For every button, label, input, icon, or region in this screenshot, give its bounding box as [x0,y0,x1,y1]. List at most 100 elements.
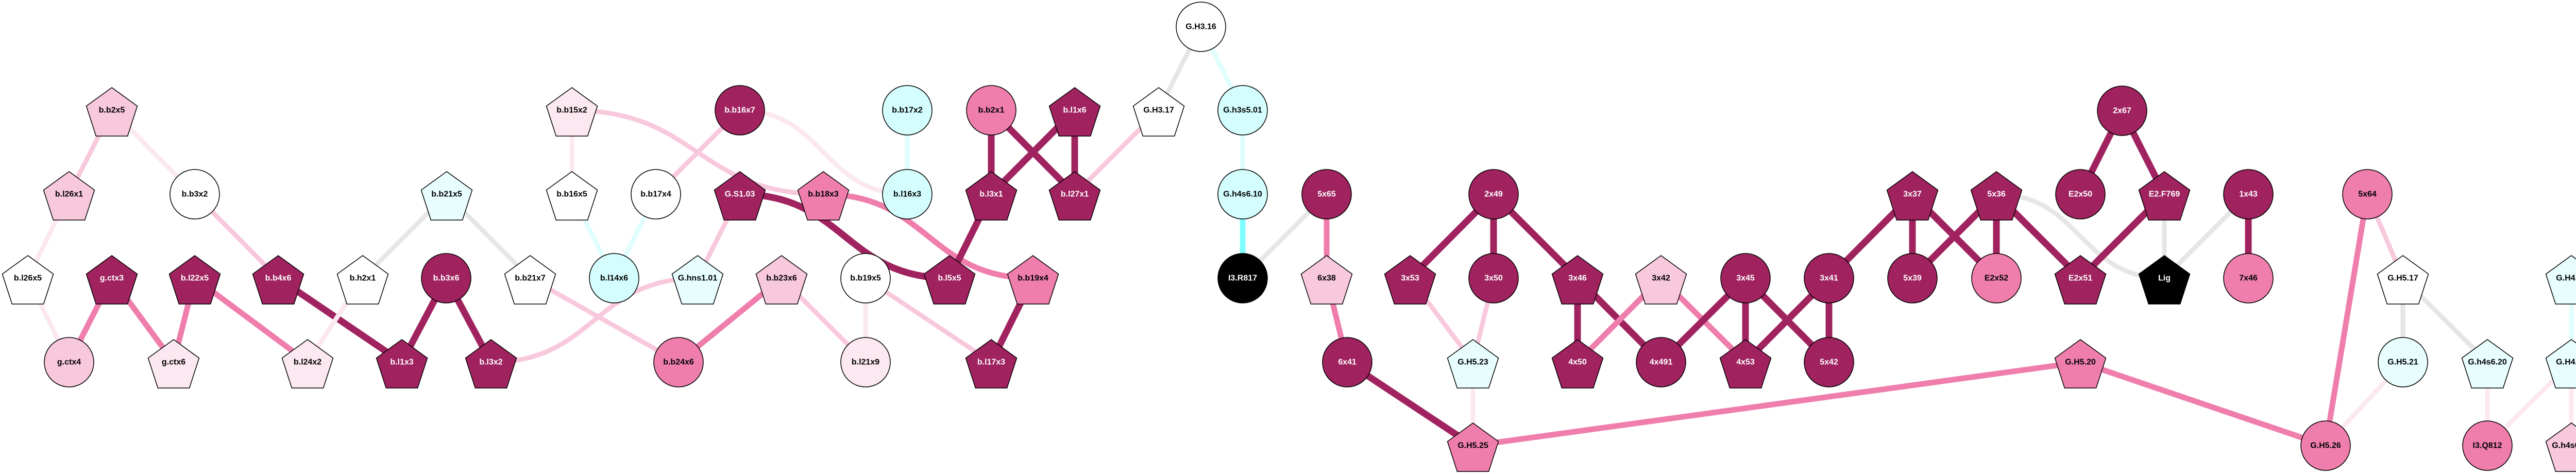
node-g-h4-12[interactable]: G.H4.12 [2545,255,2576,304]
node-2x67[interactable]: 2x67 [2097,86,2147,136]
node-g-h5-23[interactable]: G.H5.23 [1447,339,1499,388]
node-b-b4x6[interactable]: b.b4x6 [252,255,304,304]
node-g-h5-20[interactable]: G.H5.20 [2054,339,2107,388]
node-4x491[interactable]: 4x491 [1636,337,1686,387]
node-g-hns1-01[interactable]: G.hns1.01 [671,255,724,304]
node-b-b17x2[interactable]: b.b17x2 [882,85,933,136]
node-g-h3-16[interactable]: G.H3.16 [1176,2,1226,52]
node-3x41[interactable]: 3x41 [1804,253,1854,303]
node-b-l26x5[interactable]: b.l26x5 [2,255,54,304]
node-5x42[interactable]: 5x42 [1804,337,1854,387]
node-b-l3x1[interactable]: b.l3x1 [965,171,1018,221]
node-b-b2x5[interactable]: b.b2x5 [86,87,138,137]
node-g-h4-16[interactable]: G.H4.16 [2545,339,2576,388]
node-g-ctx6[interactable]: g.ctx6 [147,339,200,388]
node-b-l16x3[interactable]: b.l16x3 [882,169,933,219]
node-g-h5-26[interactable]: G.H5.26 [2300,420,2351,471]
node-pentagon-shape [965,171,1018,221]
node-6x38[interactable]: 6x38 [1300,255,1353,304]
node-3x42[interactable]: 3x42 [1635,255,1687,304]
node-g-h5-25[interactable]: G.H5.25 [1447,422,1499,472]
node-pentagon-shape [147,339,200,388]
node-3x53[interactable]: 3x53 [1384,255,1436,304]
node-3x46[interactable]: 3x46 [1551,255,1604,304]
node-b-b15x2[interactable]: b.b15x2 [546,87,598,137]
node-5x39[interactable]: 5x39 [1887,253,1938,303]
node-label: G.H5.20 [2065,358,2096,367]
node-b-l14x6[interactable]: b.l14x6 [589,253,639,303]
node-b-l1x6[interactable]: b.l1x6 [1048,87,1101,137]
node-label: G.H5.23 [1458,358,1488,367]
node-2x49[interactable]: 2x49 [1468,169,1519,219]
node-5x65[interactable]: 5x65 [1301,169,1352,219]
node-b-b21x5[interactable]: b.b21x5 [420,171,473,221]
node-b-b24x6[interactable]: b.b24x6 [653,337,704,387]
node-label: 2x67 [2113,107,2131,115]
node-pentagon-shape [2054,255,2107,304]
node-g-ctx3[interactable]: g.ctx3 [86,255,138,304]
node-e2x52[interactable]: E2x52 [1971,253,2022,303]
node-b-l1x3[interactable]: b.l1x3 [376,339,428,388]
node-i3-q812[interactable]: I3.Q812 [2462,420,2513,471]
node-g-s1-03[interactable]: G.S1.03 [714,171,766,221]
edge-6x41-to-g-h5-25 [1345,359,1475,449]
node-b-l3x2[interactable]: b.l3x2 [465,339,517,388]
node-e2x50[interactable]: E2x50 [2055,169,2106,219]
node-b-l21x9[interactable]: b.l21x9 [840,337,891,387]
node-label: 3x42 [1652,274,1670,283]
node-3x45[interactable]: 3x45 [1720,253,1771,303]
node-label: b.l26x1 [55,190,83,199]
node-pentagon-shape [714,171,766,221]
node-circle-shape [1720,253,1771,303]
node-5x64[interactable]: 5x64 [2342,169,2393,219]
node-label: 7x46 [2239,274,2258,283]
node-b-l24x2[interactable]: b.l24x2 [281,339,334,388]
node-b-l22x5[interactable]: b.l22x5 [168,255,221,304]
node-b-b16x7[interactable]: b.b16x7 [715,85,765,136]
node-g-h4s6-10[interactable]: G.h4s6.10 [1217,169,1268,219]
node-b-b19x4[interactable]: b.b19x4 [1007,255,1059,304]
node-g-h4s6-02[interactable]: G.h4s6.02 [2545,422,2576,472]
node-e2x51[interactable]: E2x51 [2054,255,2107,304]
node-b-b16x5[interactable]: b.b16x5 [546,171,598,221]
node-5x36[interactable]: 5x36 [1970,171,2023,221]
node-b-b3x6[interactable]: b.b3x6 [421,253,471,303]
node-b-b19x5[interactable]: b.b19x5 [840,253,891,303]
edge-g-s1-03-to-b-l5x5 [739,191,950,282]
node-4x53[interactable]: 4x53 [1719,339,1772,388]
node-b-b23x6[interactable]: b.b23x6 [755,255,808,304]
node-label: E2x52 [1985,274,2008,283]
node-3x50[interactable]: 3x50 [1468,253,1519,303]
node-b-h2x1[interactable]: b.h2x1 [336,255,389,304]
node-circle-shape [421,253,471,303]
node-4x50[interactable]: 4x50 [1551,339,1604,388]
node-g-h4s6-20[interactable]: G.h4s6.20 [2461,339,2514,388]
node-g-h3s5-01[interactable]: G.h3s5.01 [1217,85,1268,136]
node-b-l17x3[interactable]: b.l17x3 [965,339,1018,388]
node-b-b2x1[interactable]: b.b2x1 [966,85,1016,136]
node-b-b21x7[interactable]: b.b21x7 [504,255,556,304]
node-b-b18x3[interactable]: b.b18x3 [797,171,850,221]
node-lig[interactable]: Lig [2138,255,2191,304]
node-1x43[interactable]: 1x43 [2223,169,2274,219]
node-g-h3-17[interactable]: G.H3.17 [1132,87,1185,137]
node-label: b.l22x5 [181,274,209,283]
node-b-b3x2[interactable]: b.b3x2 [170,169,220,219]
node-label: 6x41 [1338,358,1357,367]
node-label: b.l1x6 [1063,106,1086,115]
node-6x41[interactable]: 6x41 [1322,337,1372,387]
node-circle-shape [1322,337,1372,387]
node-g-h5-17[interactable]: G.H5.17 [2377,255,2429,304]
node-pentagon-shape [1384,255,1436,304]
node-i3-r817[interactable]: I3.R817 [1217,253,1268,303]
node-7x46[interactable]: 7x46 [2223,253,2274,303]
node-e2-f769[interactable]: E2.F769 [2138,171,2191,221]
node-pentagon-shape [252,255,304,304]
node-3x37[interactable]: 3x37 [1886,171,1939,221]
node-b-l5x5[interactable]: b.l5x5 [923,255,976,304]
node-b-b17x4[interactable]: b.b17x4 [631,169,681,219]
node-g-h5-21[interactable]: G.H5.21 [2378,337,2428,387]
node-g-ctx4[interactable]: g.ctx4 [44,337,94,387]
node-b-l26x1[interactable]: b.l26x1 [43,171,95,221]
node-b-l27x1[interactable]: b.l27x1 [1048,171,1101,221]
